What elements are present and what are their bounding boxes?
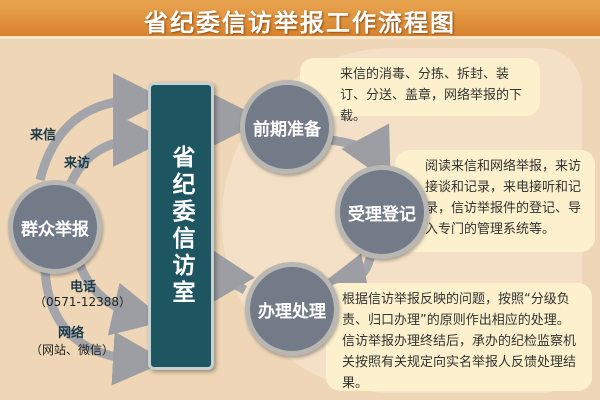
channel-visit: 来访 <box>64 156 91 171</box>
arrow-handle-to-office <box>204 244 255 305</box>
channel-web: 网络 <box>58 326 85 341</box>
step-desc-register: 阅读来信和网络举报，来访接谈和记录，来电接听和记录，信访举报件的登记、导入专门的… <box>395 150 595 252</box>
channel-web-detail: （网站、微信） <box>30 343 115 357</box>
arrow-register-to-handle <box>313 253 375 307</box>
step-register-node: 受理登记 <box>335 165 429 259</box>
channel-phone: 电话 <box>70 280 97 295</box>
arrow-letter <box>35 73 167 182</box>
public-report-node: 群众举报 <box>8 180 102 274</box>
arrow-visit <box>65 113 167 187</box>
arrow-office-to-prep <box>208 93 265 148</box>
step-desc-prep: 来信的消毒、分拣、拆封、装订、分送、盖章，网络举报的下载。 <box>300 58 540 124</box>
arrow-phone <box>75 263 167 336</box>
page-title: 省纪委信访举报工作流程图 <box>144 9 456 37</box>
channel-phone-number: （0571-12388） <box>34 295 132 309</box>
arrow-prep-to-register <box>329 123 391 184</box>
office-node: 省纪委信访室 <box>148 82 214 370</box>
step-handle-node: 办理处理 <box>245 262 339 356</box>
arrow-web <box>40 269 167 386</box>
step-desc-handle: 根据信访举报反映的问题，按照“分级负责、归口办理”的原则作出相应的处理。信访举报… <box>326 283 592 391</box>
title-banner <box>0 0 600 39</box>
channel-letter: 来信 <box>30 128 57 143</box>
step-prep-node: 前期准备 <box>240 80 334 174</box>
